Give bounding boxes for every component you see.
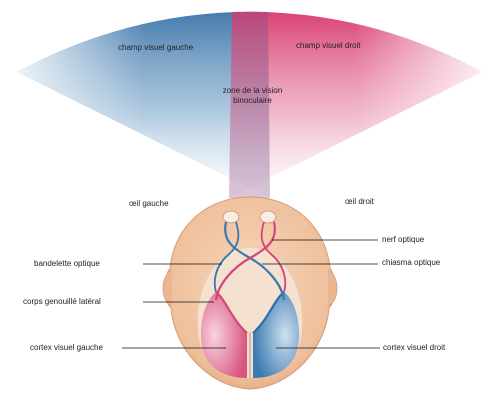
pathway-pink	[214, 221, 276, 301]
label-binocular-zone: zone de la vision binoculaire	[205, 86, 300, 106]
label-right-eye: œil droit	[345, 197, 374, 206]
label-left-eye: œil gauche	[129, 199, 169, 208]
left-ear	[162, 269, 173, 307]
label-optic-nerve: nerf optique	[382, 235, 425, 244]
label-left-visual-cortex: cortex visuel gauche	[30, 343, 103, 352]
right-ear	[327, 269, 338, 307]
right-eye	[259, 210, 277, 224]
left-eye	[222, 210, 240, 224]
left-visual-field-fade	[17, 11, 270, 198]
label-binocular-line2: binoculaire	[233, 96, 272, 105]
label-right-visual-cortex: cortex visuel droit	[383, 343, 446, 352]
left-visual-cortex	[200, 292, 247, 378]
label-left-visual-field: champ visuel gauche	[118, 43, 194, 52]
binocular-overlap	[229, 12, 270, 198]
label-optic-tract: bandelette optique	[34, 259, 100, 268]
label-lateral-geniculate: corps genouillé latéral	[23, 297, 101, 306]
right-visual-field-fade	[229, 11, 482, 198]
label-binocular-line1: zone de la vision	[222, 86, 283, 95]
label-optic-chiasm: chiasma optique	[382, 258, 441, 267]
label-right-visual-field: champ visuel droit	[296, 41, 361, 50]
right-visual-cortex	[253, 292, 300, 378]
